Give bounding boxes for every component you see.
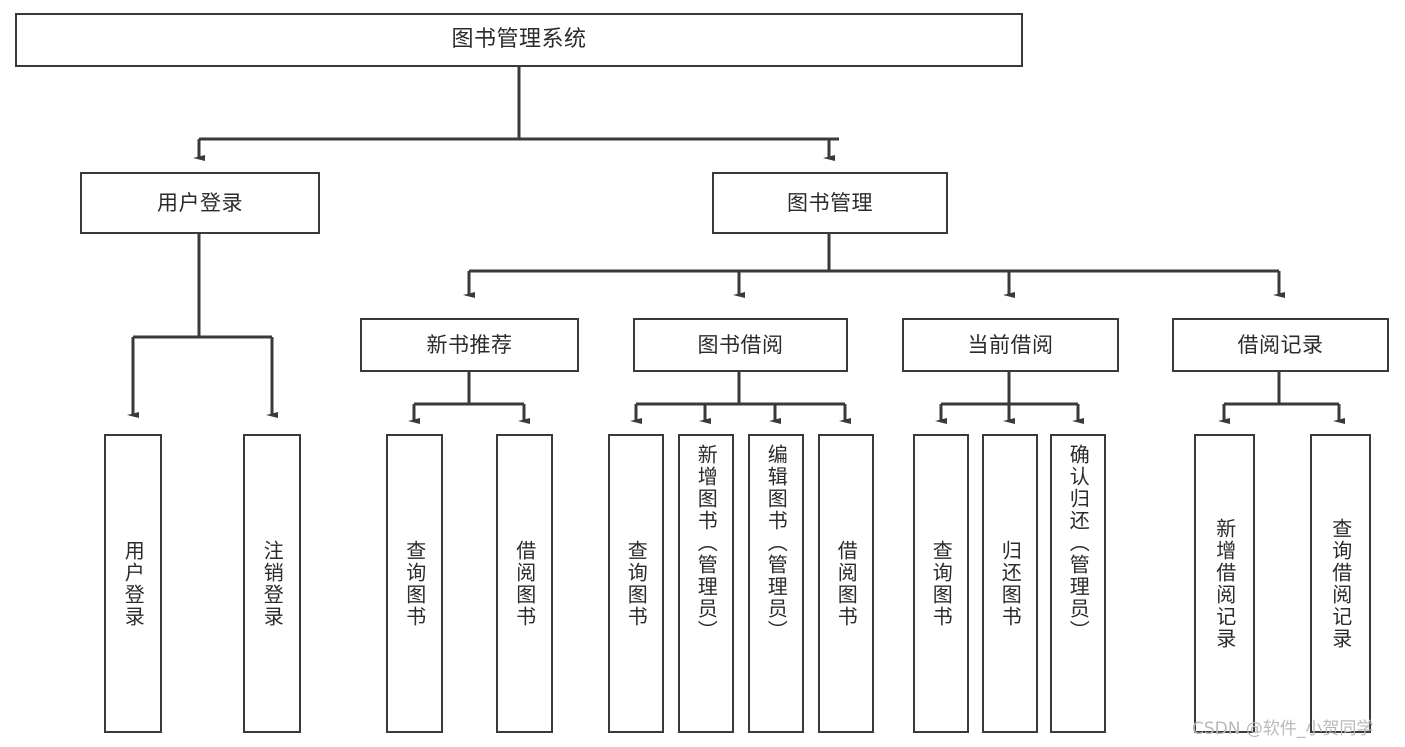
node-label: 查询图书	[929, 539, 954, 628]
leaf-recommend-query-book[interactable]: 查询图书	[386, 434, 443, 733]
node-root-system[interactable]: 图书管理系统	[15, 13, 1023, 67]
node-label: 查询图书	[402, 539, 427, 628]
node-label: 确认归还（管理员）	[1066, 444, 1091, 642]
leaf-recommend-borrow-book[interactable]: 借阅图书	[496, 434, 553, 733]
leaf-borrow-edit-book-admin[interactable]: 编辑图书（管理员）	[748, 434, 804, 733]
node-label: 用户登录	[157, 190, 243, 215]
leaf-record-add-record[interactable]: 新增借阅记录	[1194, 434, 1255, 733]
node-label: 当前借阅	[967, 332, 1054, 357]
csdn-watermark: CSDN @软件_小贺同学	[1192, 719, 1374, 739]
leaf-current-query-book[interactable]: 查询图书	[913, 434, 969, 733]
leaf-logout[interactable]: 注销登录	[243, 434, 301, 733]
leaf-current-confirm-return-admin[interactable]: 确认归还（管理员）	[1050, 434, 1106, 733]
node-label: 图书管理系统	[451, 27, 587, 53]
node-label: 借阅图书	[512, 539, 537, 628]
leaf-current-return-book[interactable]: 归还图书	[982, 434, 1038, 733]
node-label: 注销登录	[260, 539, 285, 628]
node-label: 借阅记录	[1237, 332, 1324, 357]
node-label: 查询图书	[624, 539, 649, 628]
node-label: 用户登录	[121, 539, 146, 628]
leaf-borrow-add-book-admin[interactable]: 新增图书（管理员）	[678, 434, 734, 733]
node-label: 新增借阅记录	[1212, 517, 1237, 650]
node-label: 图书管理	[787, 190, 873, 215]
node-book-management[interactable]: 图书管理	[712, 172, 948, 234]
leaf-record-query-record[interactable]: 查询借阅记录	[1310, 434, 1371, 733]
node-current-borrow[interactable]: 当前借阅	[902, 318, 1119, 372]
node-label: 查询借阅记录	[1328, 517, 1353, 650]
node-label: 图书借阅	[697, 332, 784, 357]
node-label: 新增图书（管理员）	[694, 444, 719, 642]
leaf-borrow-borrow-book[interactable]: 借阅图书	[818, 434, 874, 733]
leaf-user-login[interactable]: 用户登录	[104, 434, 162, 733]
node-label: 借阅图书	[834, 539, 859, 628]
node-user-login[interactable]: 用户登录	[80, 172, 320, 234]
node-label: 新书推荐	[426, 332, 513, 357]
node-label: 归还图书	[998, 539, 1023, 628]
node-label: 编辑图书（管理员）	[764, 444, 789, 642]
node-borrow-record[interactable]: 借阅记录	[1172, 318, 1389, 372]
node-new-book-recommend[interactable]: 新书推荐	[360, 318, 579, 372]
node-book-borrow[interactable]: 图书借阅	[633, 318, 848, 372]
leaf-borrow-query-book[interactable]: 查询图书	[608, 434, 664, 733]
